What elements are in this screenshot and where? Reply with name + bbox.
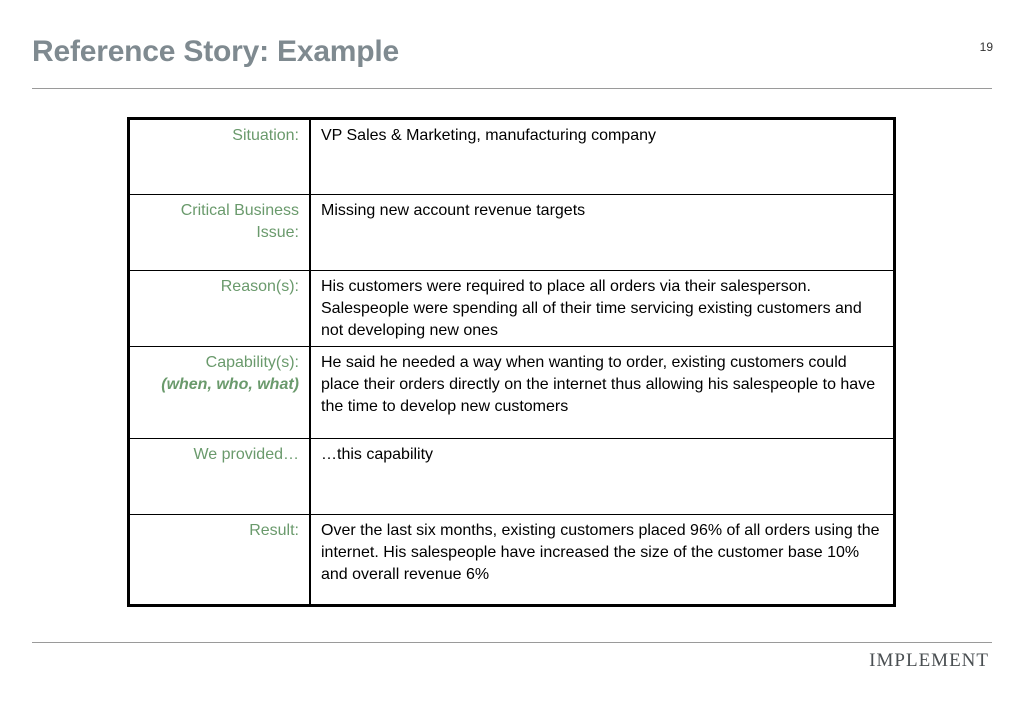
row-sublabel-text: (when, who, what) [161, 376, 299, 393]
row-value: VP Sales & Marketing, manufacturing comp… [321, 127, 656, 144]
footer-divider [32, 642, 992, 643]
row-value: …this capability [321, 446, 434, 463]
row-value: He said he needed a way when wanting to … [321, 354, 876, 415]
page-number: 19 [979, 40, 993, 54]
row-label-text: Capability(s): [205, 354, 299, 371]
row-value: His customers were required to place all… [321, 278, 862, 339]
table-row: Result: Over the last six months, existi… [128, 514, 895, 606]
implement-logo: IMPLEMENT [869, 650, 989, 671]
row-label: Capability(s): (when, who, what) [128, 346, 311, 439]
table-row: Reason(s): His customers were required t… [128, 270, 895, 347]
row-label: We provided… [128, 438, 311, 515]
table-row: We provided… …this capability [128, 438, 895, 515]
row-label-text: Result: [249, 522, 299, 539]
row-label: Result: [128, 514, 311, 606]
row-label-text: Reason(s): [220, 278, 299, 295]
row-label: Critical Business Issue: [128, 194, 311, 271]
table-row: Situation: VP Sales & Marketing, manufac… [128, 118, 895, 195]
header-divider [32, 88, 992, 89]
row-value: Over the last six months, existing custo… [321, 522, 880, 583]
row-label-text: Critical Business Issue: [180, 202, 299, 241]
table-row: Capability(s): (when, who, what) He said… [128, 346, 895, 439]
row-label-text: Situation: [232, 127, 299, 144]
table-row: Critical Business Issue: Missing new acc… [128, 194, 895, 271]
reference-story-table: Situation: VP Sales & Marketing, manufac… [127, 117, 896, 607]
row-value: Missing new account revenue targets [321, 202, 586, 219]
row-label: Reason(s): [128, 270, 311, 347]
page-title: Reference Story: Example [32, 35, 400, 68]
row-label: Situation: [128, 118, 311, 195]
row-label-text: We provided… [193, 446, 299, 463]
